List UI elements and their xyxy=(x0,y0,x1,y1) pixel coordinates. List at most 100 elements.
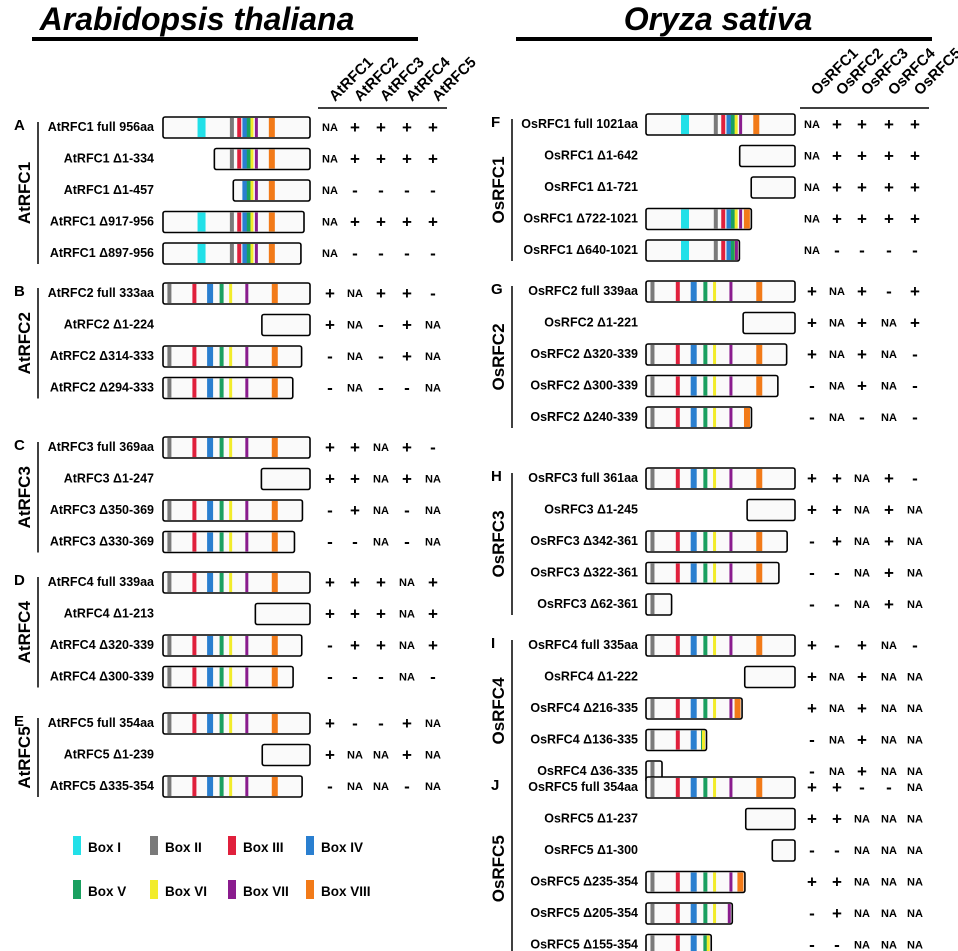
motif-box-vi xyxy=(229,636,233,655)
protein-bar-outline xyxy=(746,498,796,522)
motif-box-iv xyxy=(207,777,214,796)
motif-box-vi xyxy=(229,501,233,520)
motif-box-vii xyxy=(245,284,249,303)
interaction-cell: - xyxy=(430,438,436,457)
interaction-cell: - xyxy=(834,636,840,655)
motif-box-ii xyxy=(167,347,172,366)
interaction-cell: + xyxy=(857,377,867,396)
protein-bar-fill xyxy=(747,499,795,521)
motif-box-ii xyxy=(650,408,655,427)
motif-box-iii xyxy=(675,904,680,923)
legend-label: Box III xyxy=(243,840,284,855)
motif-box-vi xyxy=(229,378,233,398)
motif-box-ii xyxy=(650,469,655,488)
motif-box-ii xyxy=(167,284,172,303)
panel-letter: B xyxy=(14,283,25,300)
construct-label: OsRFC5 Δ155-354 xyxy=(530,938,638,951)
interaction-cell: NA xyxy=(322,248,338,260)
interaction-cell: + xyxy=(832,532,842,551)
motif-box-vii xyxy=(254,181,258,200)
protein-bar xyxy=(743,665,796,689)
motif-box-v xyxy=(703,345,708,364)
protein-bar xyxy=(213,147,311,171)
protein-bar xyxy=(746,498,796,522)
protein-bar xyxy=(162,345,303,368)
interaction-cell: + xyxy=(376,284,386,303)
motif-box-v xyxy=(219,777,224,796)
motif-box-vi xyxy=(713,872,717,892)
motif-box-vii xyxy=(254,212,258,232)
interaction-cell: NA xyxy=(804,245,820,257)
motif-box-v xyxy=(703,935,708,951)
motif-box-v xyxy=(219,714,224,733)
interaction-cell: + xyxy=(376,150,386,169)
motif-box-vi xyxy=(713,345,717,364)
construct-label: OsRFC5 full 354aa xyxy=(528,780,639,794)
motif-box-v xyxy=(246,212,251,232)
protein-bar-outline xyxy=(162,775,303,798)
motif-box-ii xyxy=(229,212,234,232)
motif-box-i xyxy=(197,212,206,232)
motif-box-vi xyxy=(250,118,254,137)
interaction-cell: + xyxy=(884,501,894,520)
motif-box-v xyxy=(246,181,251,200)
interaction-cell: NA xyxy=(907,703,923,715)
construct-label: AtRFC2 Δ314-333 xyxy=(50,349,154,363)
protein-bar-outline xyxy=(232,179,311,202)
interaction-cell: + xyxy=(807,873,817,892)
construct-label: OsRFC5 Δ205-354 xyxy=(530,906,638,920)
motif-box-iii xyxy=(237,149,242,169)
interaction-cell: NA xyxy=(347,320,363,332)
protein-bar-fill xyxy=(772,840,795,861)
construct-label: OsRFC4 full 335aa xyxy=(528,638,639,652)
protein-bar-fill xyxy=(262,744,310,766)
interaction-cell: + xyxy=(910,115,920,134)
construct-label: OsRFC1 Δ1-642 xyxy=(544,149,638,163)
motif-box-i xyxy=(681,209,690,229)
motif-box-iv xyxy=(690,408,697,427)
interaction-cell: NA xyxy=(907,599,923,611)
construct-row: OsRFC2 Δ300-339-NA+NA- xyxy=(530,374,918,398)
construct-row: AtRFC5 full 354aa+--+NA xyxy=(48,712,441,735)
protein-bar xyxy=(645,280,796,303)
protein-bar-outline xyxy=(743,665,796,689)
interaction-cell: - xyxy=(352,244,358,263)
species-title: Oryza sativa xyxy=(624,1,813,37)
interaction-cell: + xyxy=(857,345,867,364)
motif-box-iv xyxy=(690,904,697,923)
interaction-cell: + xyxy=(807,699,817,718)
protein-bar-outline xyxy=(645,902,734,925)
interaction-cell: - xyxy=(404,181,410,200)
construct-row: OsRFC5 full 354aa++--NA xyxy=(528,776,923,799)
protein-bar-fill xyxy=(163,572,310,593)
motif-box-iii xyxy=(675,730,680,750)
interaction-cell: + xyxy=(857,115,867,134)
interaction-cell: NA xyxy=(425,505,441,517)
protein-bar xyxy=(162,775,303,798)
motif-box-vi xyxy=(250,244,254,263)
interaction-cell: + xyxy=(884,210,894,229)
protein-bar xyxy=(162,499,304,522)
interaction-cell: NA xyxy=(373,505,389,517)
motif-box-vi xyxy=(713,563,717,583)
motif-box-vii xyxy=(245,501,249,520)
group-name: OsRFC1 xyxy=(489,156,508,223)
construct-label: OsRFC2 Δ240-339 xyxy=(530,410,638,424)
motif-box-ii xyxy=(650,595,655,614)
motif-box-i xyxy=(681,241,690,260)
interaction-cell: NA xyxy=(854,940,870,951)
motif-box-vi xyxy=(229,777,233,796)
interaction-cell: - xyxy=(809,841,815,860)
motif-box-viii xyxy=(271,378,278,398)
interaction-cell: + xyxy=(807,501,817,520)
interaction-cell: NA xyxy=(907,940,923,951)
interaction-cell: + xyxy=(402,438,412,457)
interaction-cell: + xyxy=(910,147,920,166)
motif-box-vii xyxy=(729,532,733,551)
protein-bar xyxy=(232,179,311,202)
interaction-cell: NA xyxy=(829,381,845,393)
motif-box-iv xyxy=(207,573,214,592)
